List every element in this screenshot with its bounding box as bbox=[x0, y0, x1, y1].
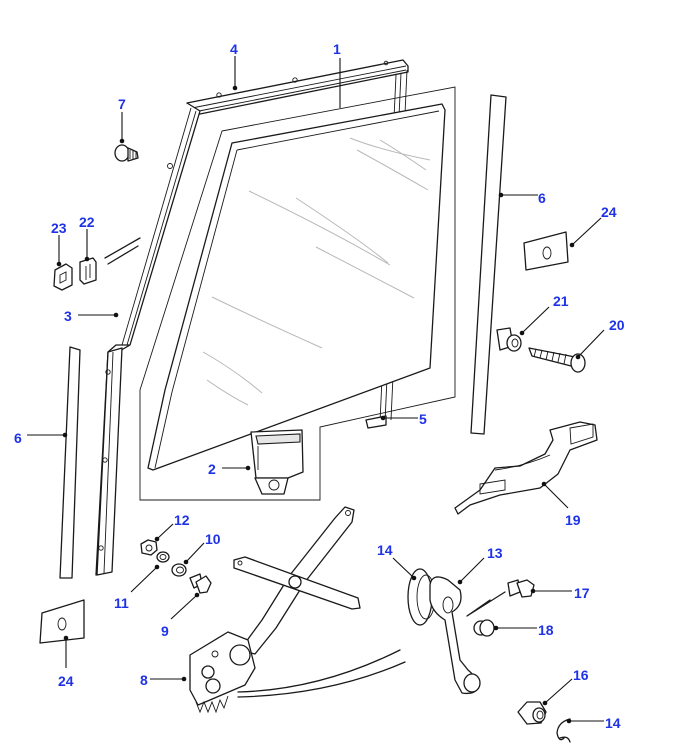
svg-text:19: 19 bbox=[565, 512, 581, 528]
svg-text:10: 10 bbox=[205, 531, 221, 547]
callout-11[interactable]: 11 bbox=[114, 564, 160, 611]
callout-12[interactable]: 12 bbox=[154, 512, 190, 542]
lock-washer-10 bbox=[171, 563, 187, 577]
svg-text:16: 16 bbox=[573, 667, 589, 683]
arrow-lines-winder bbox=[466, 591, 506, 617]
svg-text:13: 13 bbox=[487, 545, 503, 561]
pull-handle-19 bbox=[454, 421, 598, 515]
callout-3[interactable]: 3 bbox=[64, 308, 119, 324]
svg-text:14: 14 bbox=[605, 715, 621, 731]
svg-text:7: 7 bbox=[118, 96, 126, 112]
callout-9[interactable]: 9 bbox=[161, 592, 200, 639]
plate-24-left bbox=[39, 599, 85, 644]
callout-4[interactable]: 4 bbox=[230, 41, 238, 91]
svg-text:1: 1 bbox=[333, 41, 341, 57]
callout-18[interactable]: 18 bbox=[493, 622, 554, 638]
callout-7[interactable]: 7 bbox=[118, 96, 126, 144]
callout-15[interactable]: 14 bbox=[566, 715, 621, 731]
callout-2[interactable]: 2 bbox=[208, 461, 251, 477]
callout-5[interactable]: 5 bbox=[380, 411, 427, 427]
svg-text:5: 5 bbox=[419, 411, 427, 427]
window-regulator-8 bbox=[189, 506, 406, 714]
door-glass-pane bbox=[147, 103, 446, 471]
svg-text:8: 8 bbox=[140, 672, 148, 688]
front-seal-strip-left bbox=[59, 346, 81, 579]
top-frame-rail bbox=[186, 59, 409, 116]
svg-text:24: 24 bbox=[58, 673, 74, 689]
svg-text:14: 14 bbox=[377, 542, 393, 558]
callout-13[interactable]: 13 bbox=[457, 545, 503, 585]
door-glass-outline bbox=[139, 86, 456, 501]
callout-6-left[interactable]: 6 bbox=[14, 430, 68, 446]
screw-17 bbox=[507, 579, 535, 598]
screw-7 bbox=[114, 144, 139, 162]
bolt-9 bbox=[189, 573, 212, 594]
svg-text:18: 18 bbox=[538, 622, 554, 638]
screw-20 bbox=[528, 347, 586, 373]
callout-1[interactable]: 1 bbox=[333, 41, 341, 108]
callout-10[interactable]: 10 bbox=[183, 531, 221, 565]
svg-text:11: 11 bbox=[114, 595, 129, 611]
svg-text:4: 4 bbox=[230, 41, 238, 57]
clip-22 bbox=[79, 257, 97, 285]
callout-21[interactable]: 21 bbox=[519, 293, 569, 336]
callout-24-left[interactable]: 24 bbox=[58, 635, 74, 689]
spring-clip-15 bbox=[556, 718, 571, 743]
svg-text:24: 24 bbox=[601, 204, 617, 220]
clip-23 bbox=[53, 263, 73, 291]
callout-14[interactable]: 14 bbox=[377, 542, 417, 581]
cap-18 bbox=[473, 619, 495, 637]
callout-17[interactable]: 17 bbox=[530, 585, 590, 601]
washer-11 bbox=[156, 551, 170, 563]
svg-text:12: 12 bbox=[174, 512, 190, 528]
svg-text:2: 2 bbox=[208, 461, 216, 477]
nut-clip-21 bbox=[496, 327, 522, 352]
plate-24-right bbox=[523, 231, 569, 271]
svg-text:22: 22 bbox=[79, 214, 95, 230]
svg-text:17: 17 bbox=[574, 585, 590, 601]
callout-16[interactable]: 16 bbox=[542, 667, 589, 706]
callout-8[interactable]: 8 bbox=[140, 672, 187, 688]
callout-20[interactable]: 20 bbox=[575, 317, 625, 360]
arrow-lines-clips bbox=[104, 237, 141, 265]
rear-seal-strip-right bbox=[470, 94, 507, 435]
front-frame-channel bbox=[95, 102, 201, 576]
glass-channel-bracket bbox=[250, 429, 304, 495]
svg-text:6: 6 bbox=[538, 190, 546, 206]
callout-24-right[interactable]: 24 bbox=[569, 204, 617, 248]
callout-6-right[interactable]: 6 bbox=[498, 190, 546, 206]
nut-12 bbox=[140, 539, 158, 556]
svg-text:6: 6 bbox=[14, 430, 22, 446]
svg-text:9: 9 bbox=[161, 623, 169, 639]
svg-text:21: 21 bbox=[553, 293, 569, 309]
callout-22[interactable]: 22 bbox=[79, 214, 95, 262]
svg-text:20: 20 bbox=[609, 317, 625, 333]
callout-23[interactable]: 23 bbox=[51, 220, 67, 267]
bush-nut-16 bbox=[517, 701, 547, 725]
winder-handle-13 bbox=[429, 576, 481, 695]
callout-19[interactable]: 19 bbox=[541, 481, 581, 528]
svg-text:23: 23 bbox=[51, 220, 67, 236]
svg-text:3: 3 bbox=[64, 308, 72, 324]
